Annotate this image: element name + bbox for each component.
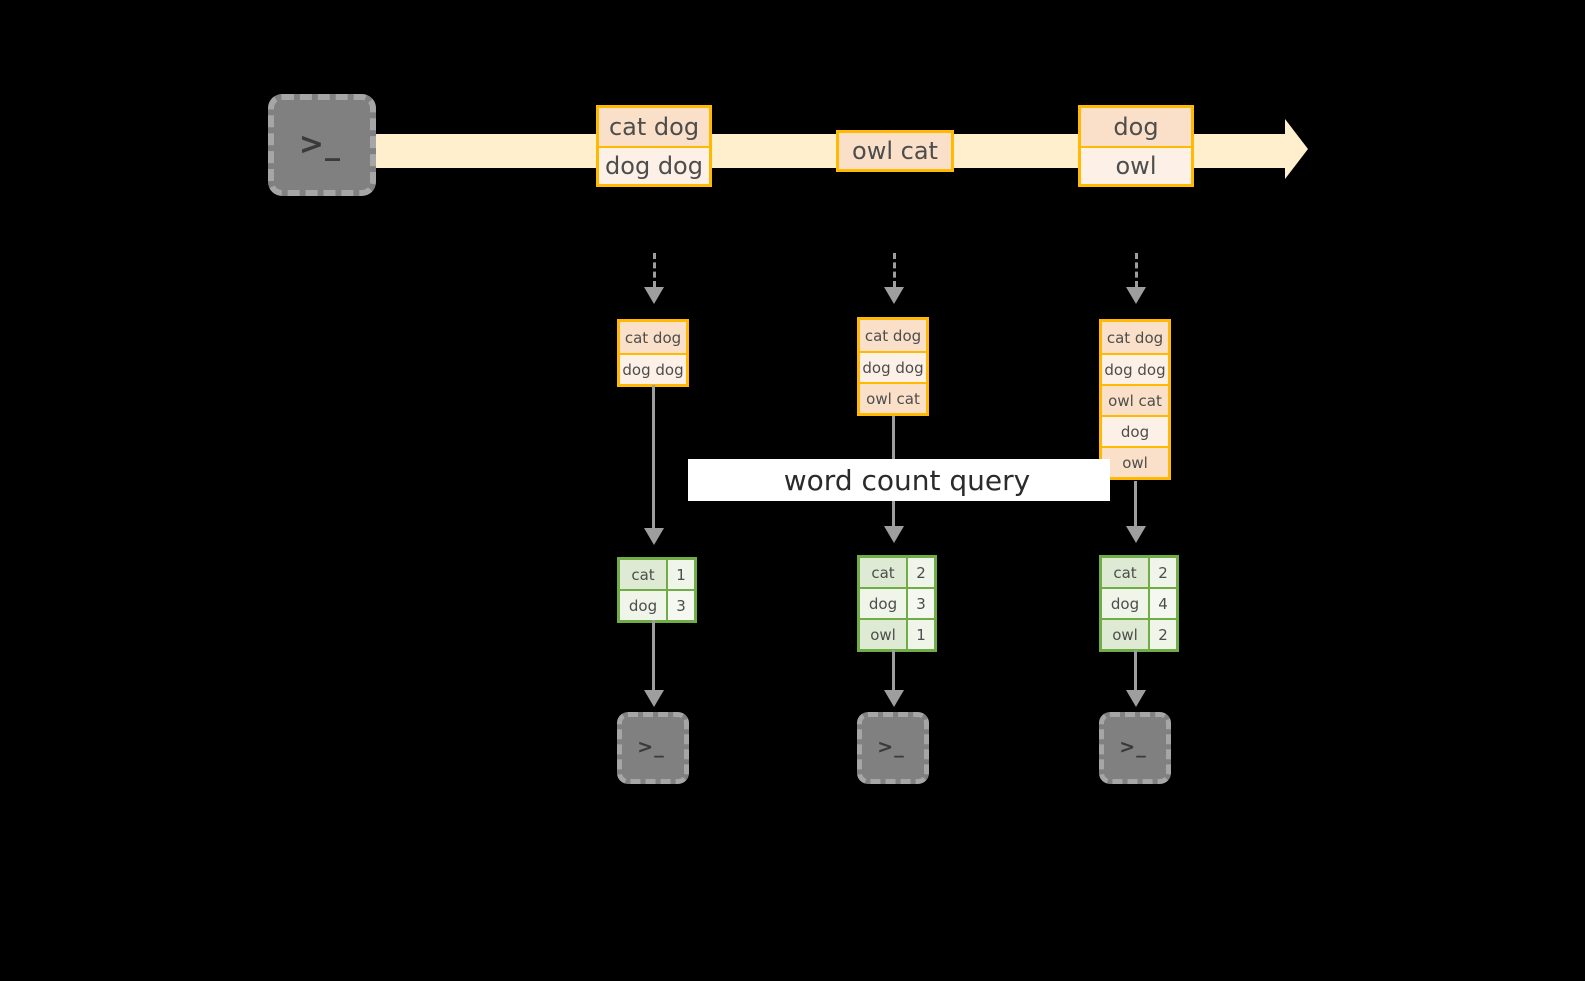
output-arrowhead-icon-1 <box>644 690 664 707</box>
output-connector-2 <box>892 650 895 692</box>
stream-message-line: cat dog <box>599 108 709 146</box>
result-count: 3 <box>666 591 694 620</box>
feed-arrowhead-icon-1 <box>644 287 664 304</box>
feed-arrowhead-icon-3 <box>1126 287 1146 304</box>
table-row: dog 3 <box>620 589 694 620</box>
result-count: 3 <box>906 589 934 618</box>
query-banner-label: word count query <box>783 463 1031 497</box>
stream-message-line: dog <box>1081 108 1191 146</box>
table-row: cat 1 <box>620 560 694 589</box>
consumer-terminal-icon-2: >_ <box>857 712 929 784</box>
output-connector-3 <box>1134 650 1137 692</box>
query-connector-1 <box>652 385 655 530</box>
feed-connector-1 <box>653 253 656 287</box>
producer-terminal-icon: >_ <box>268 94 376 196</box>
table-row: dog 3 <box>860 587 934 618</box>
stack-row: dog dog <box>620 353 686 384</box>
query-connector-3 <box>1134 481 1137 528</box>
terminal-prompt-glyph: >_ <box>298 126 342 162</box>
table-row: cat 2 <box>860 558 934 587</box>
result-word: cat <box>620 560 666 589</box>
stack-row: dog <box>1102 415 1168 446</box>
stream-message-1: cat dog dog dog <box>596 105 712 187</box>
stack-row: owl <box>1102 446 1168 477</box>
stack-row: dog dog <box>860 351 926 382</box>
feed-arrowhead-icon-2 <box>884 287 904 304</box>
table-row: owl 1 <box>860 618 934 649</box>
stack-row: owl cat <box>860 382 926 413</box>
query-arrowhead-icon-3 <box>1126 526 1146 543</box>
stack-row: owl cat <box>1102 384 1168 415</box>
table-row: owl 2 <box>1102 618 1176 649</box>
consumer-terminal-icon-1: >_ <box>617 712 689 784</box>
output-arrowhead-icon-2 <box>884 690 904 707</box>
result-count: 2 <box>1148 558 1176 587</box>
consumer-terminal-icon-3: >_ <box>1099 712 1171 784</box>
result-table-2: cat 2 dog 3 owl 1 <box>857 555 937 652</box>
table-row: dog 4 <box>1102 587 1176 618</box>
terminal-prompt-glyph: >_ <box>1119 736 1147 758</box>
terminal-prompt-glyph: >_ <box>877 736 905 758</box>
result-count: 2 <box>906 558 934 587</box>
result-count: 2 <box>1148 620 1176 649</box>
stack-row: cat dog <box>860 320 926 351</box>
table-row: cat 2 <box>1102 558 1176 587</box>
snapshot-stack-3: cat dog dog dog owl cat dog owl <box>1099 319 1171 480</box>
result-count: 4 <box>1148 589 1176 618</box>
stream-arrowhead-icon <box>1285 119 1308 179</box>
terminal-prompt-glyph: >_ <box>637 736 665 758</box>
output-connector-1 <box>652 620 655 692</box>
result-count: 1 <box>666 560 694 589</box>
stream-message-line: owl cat <box>839 133 951 169</box>
query-arrowhead-icon-1 <box>644 528 664 545</box>
result-word: owl <box>1102 620 1148 649</box>
result-word: cat <box>860 558 906 587</box>
query-arrowhead-icon-2 <box>884 526 904 543</box>
result-table-1: cat 1 dog 3 <box>617 557 697 623</box>
feed-connector-2 <box>893 253 896 287</box>
stream-message-3: dog owl <box>1078 105 1194 187</box>
result-word: dog <box>620 591 666 620</box>
result-word: owl <box>860 620 906 649</box>
feed-connector-3 <box>1135 253 1138 287</box>
result-table-3: cat 2 dog 4 owl 2 <box>1099 555 1179 652</box>
stream-message-line: dog dog <box>599 146 709 184</box>
output-arrowhead-icon-3 <box>1126 690 1146 707</box>
stream-message-line: owl <box>1081 146 1191 184</box>
stack-row: dog dog <box>1102 353 1168 384</box>
result-count: 1 <box>906 620 934 649</box>
stack-row: cat dog <box>620 322 686 353</box>
stream-message-2: owl cat <box>836 130 954 172</box>
query-banner: word count query <box>688 459 1110 501</box>
snapshot-stack-2: cat dog dog dog owl cat <box>857 317 929 416</box>
result-word: cat <box>1102 558 1148 587</box>
result-word: dog <box>860 589 906 618</box>
result-word: dog <box>1102 589 1148 618</box>
stack-row: cat dog <box>1102 322 1168 353</box>
snapshot-stack-1: cat dog dog dog <box>617 319 689 387</box>
